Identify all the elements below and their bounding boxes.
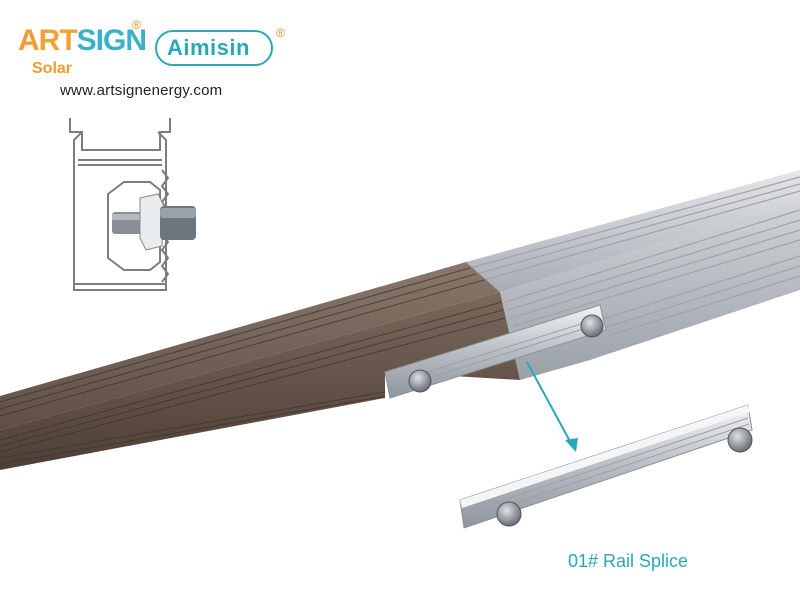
artsign-solar-text: Solar — [32, 60, 73, 77]
artsign-logo-a: A — [18, 24, 40, 57]
artsign-logo: ARTSIGN — [18, 24, 147, 58]
registered-mark-artsign: ® — [132, 18, 141, 32]
artsign-logo-rt: RT — [38, 24, 78, 57]
registered-mark-aimisin: ® — [276, 26, 285, 40]
product-caption: 01# Rail Splice — [568, 551, 689, 571]
website-url: www.artsignenergy.com — [60, 82, 223, 99]
aimisin-logo: Aimisin — [155, 30, 273, 66]
brown-rail — [0, 262, 520, 470]
pointer-arrow — [526, 361, 578, 452]
artsign-logo-sign: SIGN — [76, 24, 147, 57]
cross-section-bolt — [112, 193, 196, 251]
brand-header: ARTSIGN Solar ® Aimisin ® www.artsignene… — [0, 0, 320, 110]
aimisin-logo-text: Aimisin — [167, 35, 250, 60]
inserted-splice — [384, 304, 607, 399]
rail-splice-part — [459, 404, 753, 529]
